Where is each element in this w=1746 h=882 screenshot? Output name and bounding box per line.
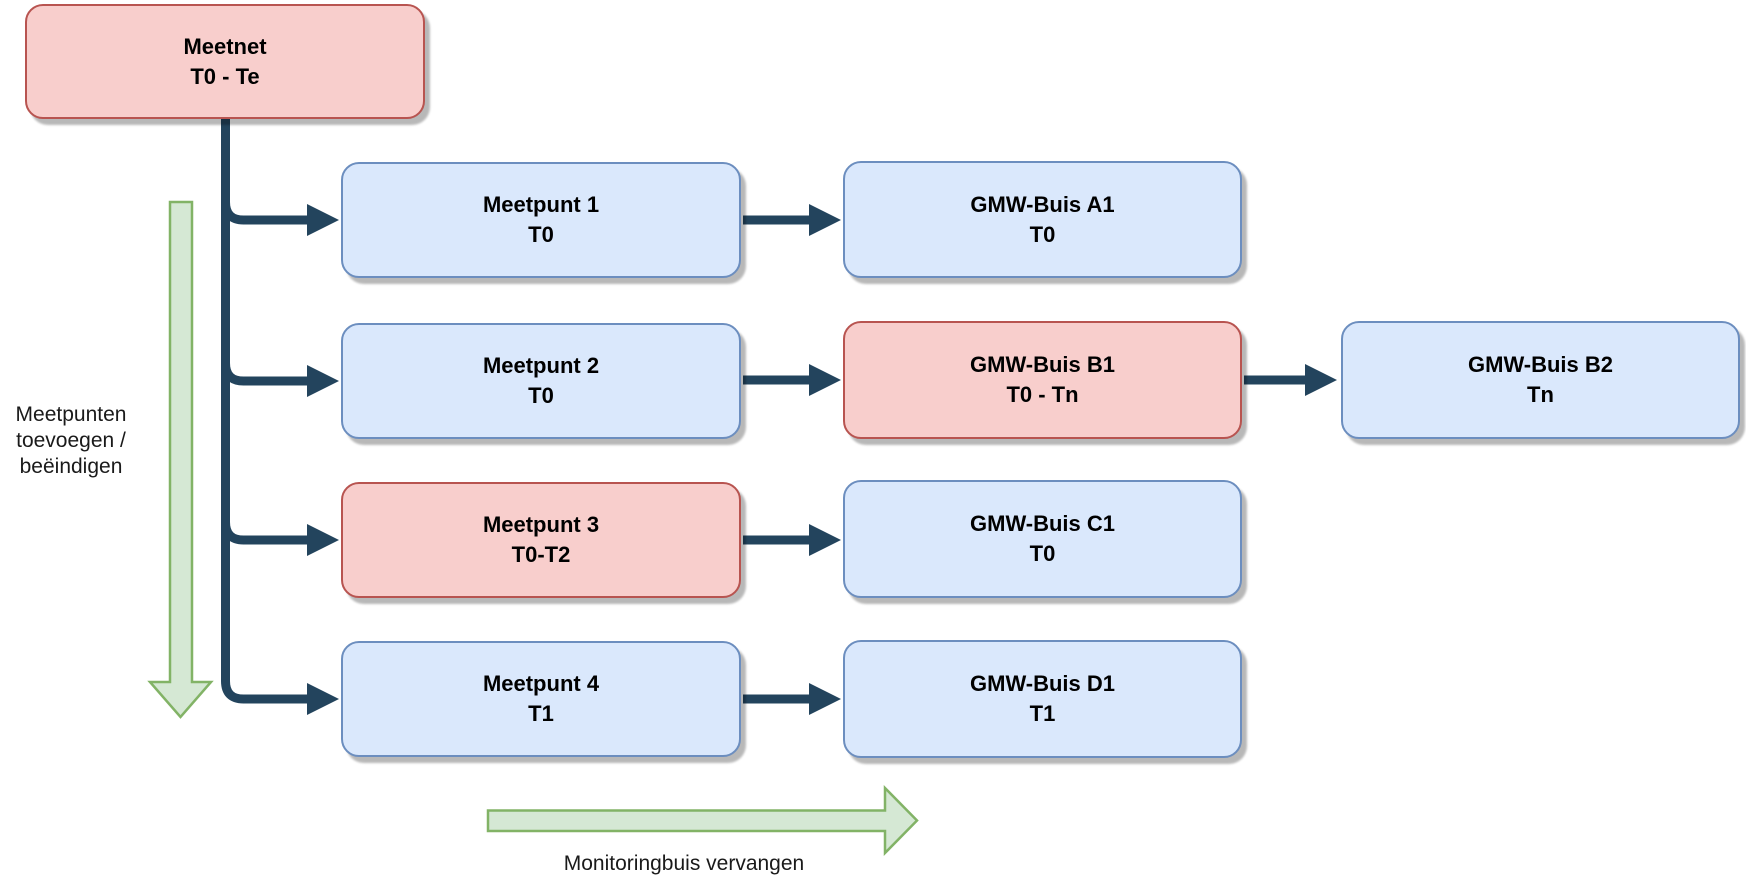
- node-title: GMW-Buis C1: [970, 511, 1115, 536]
- node-title: GMW-Buis B1: [970, 352, 1115, 377]
- edge-meetnet-trunk: [221, 116, 312, 704]
- node-meetpunt-3: Meetpunt 3 T0-T2: [341, 482, 741, 598]
- edge-meetnet-meetpunt1: [221, 201, 312, 225]
- node-meetpunt-1: Meetpunt 1 T0: [341, 162, 741, 278]
- node-gmw-buis-c1: GMW-Buis C1 T0: [843, 480, 1242, 598]
- arrowhead-gmwc1: [809, 524, 841, 556]
- node-gmw-buis-d1: GMW-Buis D1 T1: [843, 640, 1242, 758]
- replace-right-arrow: [486, 784, 919, 857]
- node-title: Meetnet: [183, 33, 267, 59]
- node-title: Meetpunt 2: [482, 353, 600, 378]
- node-subtitle: T1: [1029, 701, 1056, 726]
- arrowhead-gmwd1: [809, 683, 841, 715]
- node-title: GMW-Buis B2: [1468, 352, 1613, 377]
- node-gmw-buis-a1: GMW-Buis A1 T0: [843, 161, 1242, 278]
- arrowhead-meetpunt3: [307, 524, 339, 556]
- timeline-down-arrow: [147, 200, 214, 719]
- edge-meetnet-meetpunt2: [221, 362, 312, 386]
- node-title: Meetpunt 1: [482, 192, 600, 217]
- arrowhead-meetpunt1: [307, 204, 339, 236]
- node-subtitle: T0: [1029, 221, 1056, 247]
- arrowhead-meetpunt2: [307, 365, 339, 397]
- arrowhead-meetpunt4: [307, 683, 339, 715]
- node-title: Meetpunt 4: [482, 671, 600, 696]
- node-meetpunt-4: Meetpunt 4 T1: [341, 641, 741, 757]
- node-subtitle: T0 - Te: [190, 63, 260, 89]
- node-subtitle: T0: [1029, 541, 1056, 566]
- node-subtitle: T0-T2: [511, 542, 571, 567]
- node-meetpunt-2: Meetpunt 2 T0: [341, 323, 741, 439]
- arrowhead-gmwb1: [809, 364, 841, 396]
- node-title: GMW-Buis D1: [970, 671, 1115, 696]
- node-subtitle: T0: [528, 222, 554, 247]
- node-subtitle: T0: [528, 383, 554, 408]
- node-gmw-buis-b2: GMW-Buis B2 Tn: [1341, 321, 1740, 439]
- node-subtitle: T0 - Tn: [1006, 382, 1079, 407]
- arrowhead-gmwa1: [809, 204, 841, 236]
- node-subtitle: T1: [528, 701, 554, 726]
- node-subtitle: Tn: [1527, 382, 1554, 407]
- node-title: GMW-Buis A1: [970, 191, 1115, 217]
- node-gmw-buis-b1: GMW-Buis B1 T0 - Tn: [843, 321, 1242, 439]
- node-title: Meetpunt 3: [482, 512, 600, 537]
- meetpunten-toevoegen-label: Meetpunten toevoegen / beëindigen: [15, 403, 127, 478]
- monitoringbuis-vervangen-label: Monitoringbuis vervangen: [563, 852, 805, 875]
- node-meetnet: Meetnet T0 - Te: [25, 4, 425, 119]
- edge-meetnet-meetpunt3: [221, 521, 312, 545]
- arrowhead-gmwb2: [1305, 364, 1337, 396]
